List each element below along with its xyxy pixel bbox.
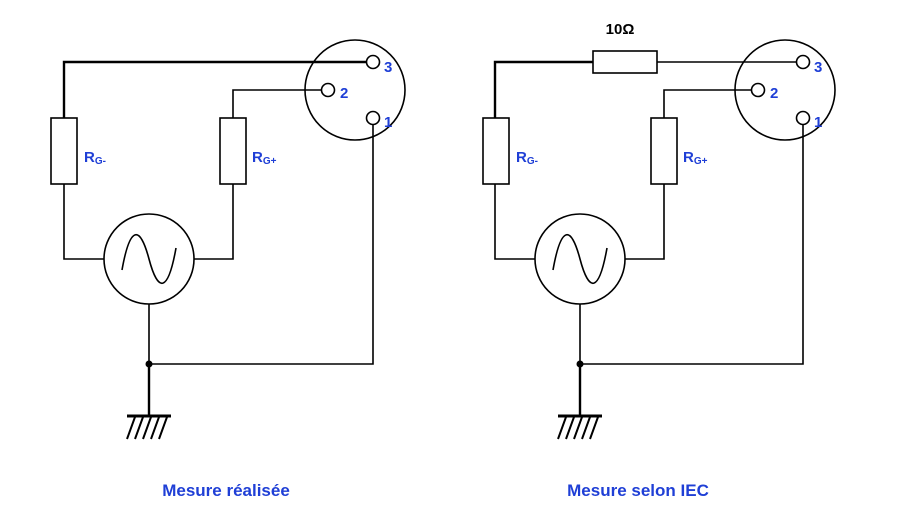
left-pin-3: [365, 54, 381, 70]
left-sine-icon: [121, 234, 177, 284]
right-wire-rg-plus-gen: [625, 184, 665, 260]
right-rg-minus-label: RG-: [516, 149, 538, 167]
left-caption: Mesure réalisée: [162, 481, 290, 500]
right-wire-pin1: [580, 124, 804, 365]
left-wire-pin1: [149, 124, 374, 365]
right-pin-2: [750, 82, 766, 98]
left-wire-pin2: [232, 89, 322, 118]
right-caption: Mesure selon IEC: [567, 481, 709, 500]
left-resistor-rg-plus: [219, 117, 247, 185]
left-wire-rg-minus-gen: [63, 184, 104, 260]
left-pin-2-label: 2: [340, 85, 348, 102]
right-pin-1: [795, 110, 811, 126]
left-resistor-rg-minus: [50, 117, 78, 185]
left-ground-icon: [126, 414, 171, 440]
series-resistor-10ohm: [592, 50, 658, 74]
left-pin-3-label: 3: [384, 59, 392, 76]
right-pin-3: [795, 54, 811, 70]
right-wire-rg-minus-gen: [494, 184, 535, 260]
right-pin-2-label: 2: [770, 85, 778, 102]
right-resistor-rg-minus: [482, 117, 510, 185]
right-pin-3-label: 3: [814, 59, 822, 76]
left-circuit: 3 2 1 RG- RG+ Mesure r: [50, 39, 406, 500]
right-circuit: 3 2 1 10Ω RG- RG+ Mesure selon IEC: [482, 21, 836, 500]
series-resistor-label: 10Ω: [606, 21, 635, 38]
left-pin-2: [320, 82, 336, 98]
right-resistor-rg-plus: [650, 117, 678, 185]
left-pin-1-label: 1: [384, 114, 392, 131]
left-rg-minus-label: RG-: [84, 149, 106, 167]
right-rg-plus-label: RG+: [683, 149, 708, 167]
right-ground-icon: [557, 414, 602, 440]
left-wire-pin3: [62, 60, 367, 118]
right-pin-1-label: 1: [814, 114, 822, 131]
left-pin-1: [365, 110, 381, 126]
right-wire-pin2: [663, 89, 752, 118]
left-rg-plus-label: RG+: [252, 149, 277, 167]
right-sine-icon: [552, 234, 608, 284]
right-wire-pin3-b: [493, 60, 593, 118]
left-wire-rg-plus-gen: [194, 184, 234, 260]
